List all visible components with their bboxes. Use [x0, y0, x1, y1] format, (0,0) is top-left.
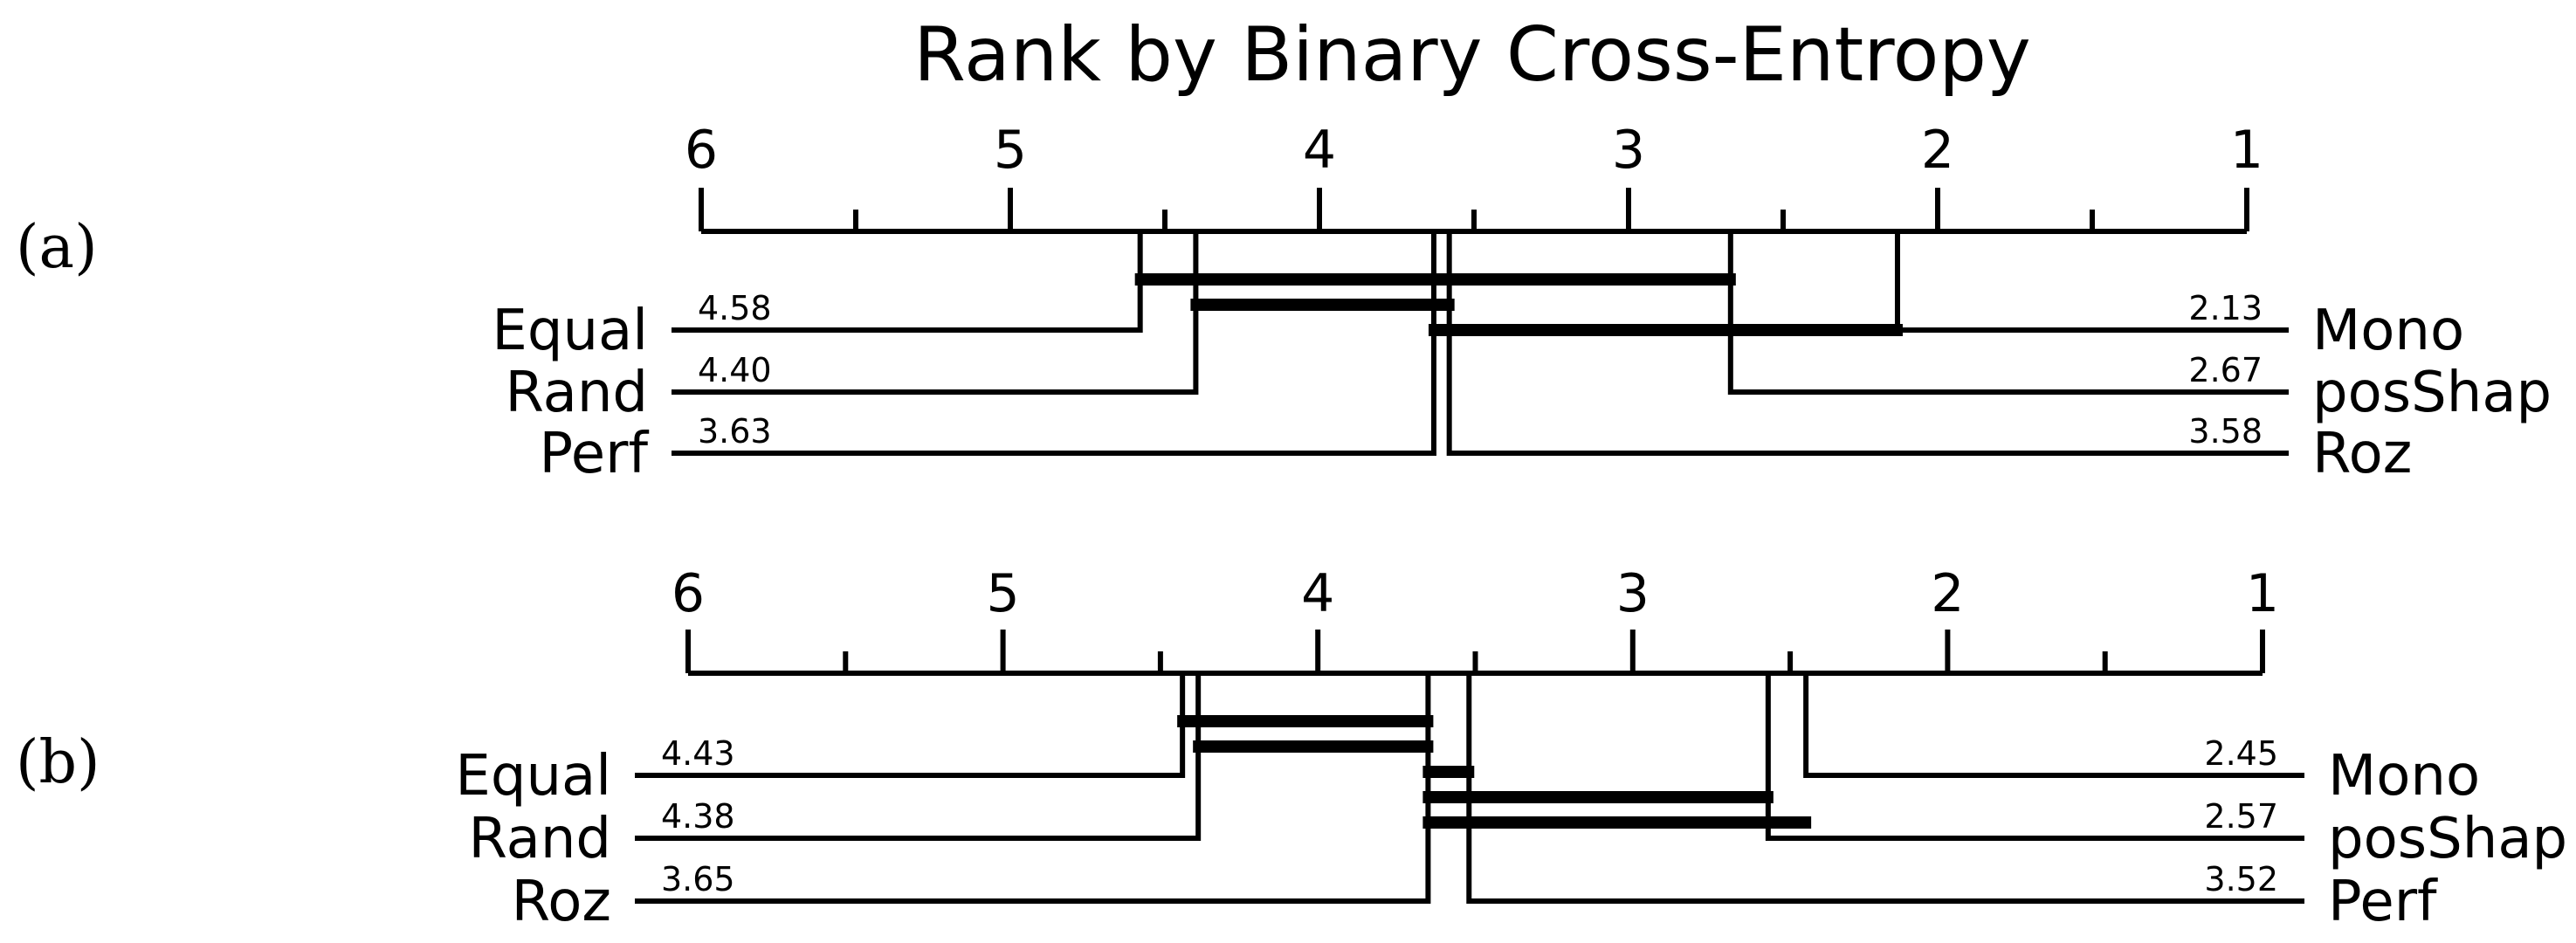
- method-name: Perf: [539, 422, 649, 486]
- rank-value-label: 4.43: [661, 734, 735, 773]
- rank-value-label: 3.63: [698, 412, 772, 451]
- rank-value-label: 2.13: [2188, 289, 2263, 327]
- method-name: Roz: [2312, 422, 2412, 486]
- rank-value-label: 4.58: [698, 289, 772, 327]
- method-line: [1466, 673, 2304, 904]
- method-line: [1765, 673, 2304, 841]
- axis-tick-label: 4: [1303, 120, 1336, 181]
- method-name: posShap: [2312, 361, 2552, 425]
- method-line: [1803, 673, 2304, 778]
- axis-tick-label: 5: [987, 563, 1020, 624]
- rank-value-label: 3.65: [661, 860, 735, 898]
- method-line: [635, 673, 1186, 778]
- rank-value-label: 3.52: [2204, 860, 2278, 898]
- method-name: Mono: [2312, 299, 2464, 363]
- axis-tick-label: 6: [672, 563, 705, 624]
- rank-value-label: 2.57: [2204, 797, 2278, 836]
- method-line: [1446, 231, 2289, 456]
- method-line: [635, 673, 1431, 904]
- rank-value-label: 2.45: [2204, 734, 2278, 773]
- axis-tick-label: 1: [2246, 563, 2279, 624]
- method-name: Mono: [2328, 744, 2480, 809]
- rank-value-label: 4.40: [698, 351, 772, 389]
- axis-tick-label: 6: [685, 120, 718, 181]
- method-line: [672, 231, 1143, 333]
- axis-tick-label: 3: [1612, 120, 1645, 181]
- panel-b-label: (b): [16, 728, 100, 797]
- chart-title: Rank by Binary Cross-Entropy: [913, 11, 2031, 99]
- axis-tick-label: 2: [1921, 120, 1954, 181]
- method-line: [635, 673, 1202, 841]
- rank-value-label: 3.58: [2188, 412, 2263, 451]
- method-name: Rand: [469, 807, 611, 871]
- method-name: posShap: [2328, 807, 2567, 871]
- method-name: Perf: [2328, 870, 2438, 934]
- axis-tick-label: 5: [994, 120, 1027, 181]
- axis-tick-label: 2: [1931, 563, 1964, 624]
- axis-tick-label: 3: [1616, 563, 1650, 624]
- rank-value-label: 2.67: [2188, 351, 2263, 389]
- method-name: Equal: [455, 744, 611, 809]
- axis-tick-label: 1: [2230, 120, 2263, 181]
- method-line: [672, 231, 1436, 456]
- method-name: Roz: [512, 870, 611, 934]
- axis-tick-label: 4: [1301, 563, 1334, 624]
- method-name: Rand: [506, 361, 648, 425]
- method-name: Equal: [492, 299, 648, 363]
- panel-a-label: (a): [16, 213, 98, 282]
- rank-value-label: 4.38: [661, 797, 735, 836]
